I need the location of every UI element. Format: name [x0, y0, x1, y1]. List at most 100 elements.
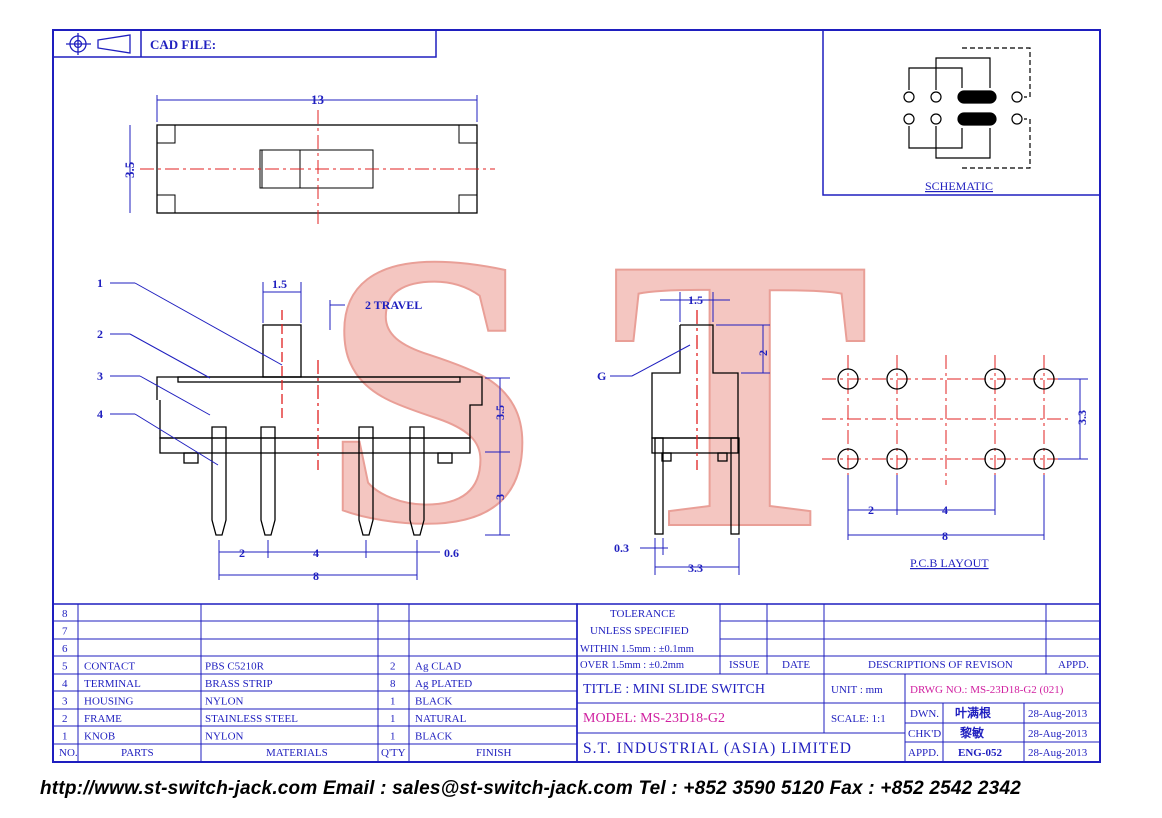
parts-rows: 8 7 6 5 CONTACT PBS C5210R 2 Ag CLAD 4 TERMINAL BR…: [62, 608, 472, 743]
row-material: PBS C5210R: [205, 661, 265, 673]
front-view: [156, 310, 483, 536]
callout-2: 2: [97, 327, 103, 341]
row-no: 1: [62, 731, 68, 743]
st-logo-watermark: S T: [321, 172, 871, 611]
row-qty: 8: [390, 678, 396, 690]
contact-footer: http://www.st-switch-jack.com Email : sa…: [40, 778, 1021, 799]
callout-4: 4: [97, 407, 103, 421]
row-no: 6: [62, 643, 68, 655]
dim-2-side: 2: [756, 350, 770, 356]
dim-3-5-top: 3.5: [122, 161, 137, 178]
pcb-layout: 3.3 2 4 8 P.C.B LAYOUT: [822, 355, 1089, 570]
chk-label: CHK'D: [908, 728, 941, 740]
col-qty-header: Q'TY: [381, 747, 406, 759]
col-materials-header: MATERIALS: [266, 747, 328, 759]
travel-label: 2 TRAVEL: [365, 298, 422, 312]
dwn-label: DWN.: [910, 708, 939, 720]
dim-8-front: 8: [313, 569, 319, 583]
row-material: NYLON: [205, 731, 244, 743]
row-no: 2: [62, 713, 68, 725]
row-part: TERMINAL: [84, 678, 141, 690]
row-no: 8: [62, 608, 68, 620]
tolerance-within: WITHIN 1.5mm : ±0.1mm: [580, 644, 694, 655]
col-no-header: NO.: [59, 747, 78, 759]
appd-date: 28-Aug-2013: [1028, 747, 1088, 759]
rev-desc-header: DESCRIPTIONS OF REVISON: [868, 659, 1013, 671]
row-material: BRASS STRIP: [205, 678, 273, 690]
col-finish-header: FINISH: [476, 747, 512, 759]
dim-2-pcb: 2: [868, 503, 874, 517]
row-finish: BLACK: [415, 696, 452, 708]
dim-8-pcb: 8: [942, 529, 948, 543]
tolerance-title: TOLERANCE: [610, 608, 675, 620]
row-finish: Ag PLATED: [415, 678, 472, 690]
row-finish: BLACK: [415, 731, 452, 743]
row-qty: 1: [390, 696, 396, 708]
top-view: 13 3.5: [122, 92, 495, 225]
rev-date-header: DATE: [782, 659, 810, 671]
dim-3-5-front: 3.5: [493, 405, 507, 420]
side-view-annotations: G 1.5 2 0.3 3.3: [597, 292, 770, 575]
pcb-layout-label: P.C.B LAYOUT: [910, 556, 989, 570]
callout-3: 3: [97, 369, 103, 383]
side-view: [651, 310, 740, 535]
appd-name: ENG-052: [958, 747, 1003, 759]
row-no: 4: [62, 678, 68, 690]
title-block: TOLERANCE UNLESS SPECIFIED WITHIN 1.5mm …: [576, 603, 1101, 763]
st-logo-s: S: [322, 173, 539, 605]
drawing-number: DRWG NO.: MS-23D18-G2 (021): [910, 684, 1064, 696]
row-qty: 1: [390, 713, 396, 725]
tolerance-subtitle: UNLESS SPECIFIED: [590, 625, 689, 637]
col-parts-header: PARTS: [121, 747, 154, 759]
row-no: 7: [62, 626, 68, 638]
row-part: FRAME: [84, 713, 122, 725]
row-material: NYLON: [205, 696, 244, 708]
dim-1-5-front: 1.5: [272, 277, 287, 291]
cad-header: CAD FILE:: [52, 29, 437, 58]
chk-date: 28-Aug-2013: [1028, 728, 1088, 740]
dim-13: 13: [311, 92, 325, 107]
schematic-diagram: [903, 47, 1031, 169]
tolerance-over: OVER 1.5mm : ±0.2mm: [580, 660, 684, 671]
dim-2-front: 2: [239, 546, 245, 560]
dim-0-6-front: 0.6: [444, 546, 459, 560]
chk-name: 黎敏: [960, 725, 985, 740]
drawing-title: TITLE : MINI SLIDE SWITCH: [583, 682, 765, 697]
row-finish: Ag CLAD: [415, 661, 461, 673]
projection-symbol-icon: [66, 33, 131, 55]
row-no: 3: [62, 696, 68, 708]
row-no: 5: [62, 661, 68, 673]
row-part: KNOB: [84, 731, 115, 743]
schematic-label: SCHEMATIC: [925, 179, 993, 193]
company-name: S.T. INDUSTRIAL (ASIA) LIMITED: [583, 740, 852, 757]
row-material: STAINLESS STEEL: [205, 713, 298, 725]
st-logo-t: T: [610, 178, 870, 610]
dim-3-3-side: 3.3: [688, 561, 703, 575]
row-part: CONTACT: [84, 661, 135, 673]
scale-label: SCALE: 1:1: [831, 713, 886, 725]
model-number: MODEL: MS-23D18-G2: [583, 711, 725, 726]
dwn-name: 叶满根: [955, 705, 991, 720]
rev-issue-header: ISSUE: [729, 659, 760, 671]
row-finish: NATURAL: [415, 713, 467, 725]
rev-appd-header: APPD.: [1058, 659, 1089, 671]
unit-label: UNIT : mm: [831, 684, 883, 696]
dim-3-3-pcb: 3.3: [1075, 410, 1089, 425]
callout-1: 1: [97, 276, 103, 290]
label-g: G: [597, 369, 606, 383]
appd-label: APPD.: [908, 747, 939, 759]
row-qty: 2: [390, 661, 396, 673]
dim-4-front: 4: [313, 546, 319, 560]
cad-file-label: CAD FILE:: [150, 37, 216, 52]
front-view-annotations: 1 2 3 4 1.5 2 TRAVEL 3.5 3 2 4 8 0.6: [97, 276, 510, 583]
dim-1-5-side: 1.5: [688, 293, 703, 307]
dim-4-pcb: 4: [942, 503, 948, 517]
parts-table: 8 7 6 5 CONTACT PBS C5210R 2 Ag CLAD 4 TERMINAL BR…: [52, 603, 578, 763]
row-part: HOUSING: [84, 696, 134, 708]
dim-3-front: 3: [493, 494, 507, 500]
row-qty: 1: [390, 731, 396, 743]
schematic-box: SCHEMATIC: [822, 29, 1101, 196]
dim-0-3-side: 0.3: [614, 541, 629, 555]
dwn-date: 28-Aug-2013: [1028, 708, 1088, 720]
